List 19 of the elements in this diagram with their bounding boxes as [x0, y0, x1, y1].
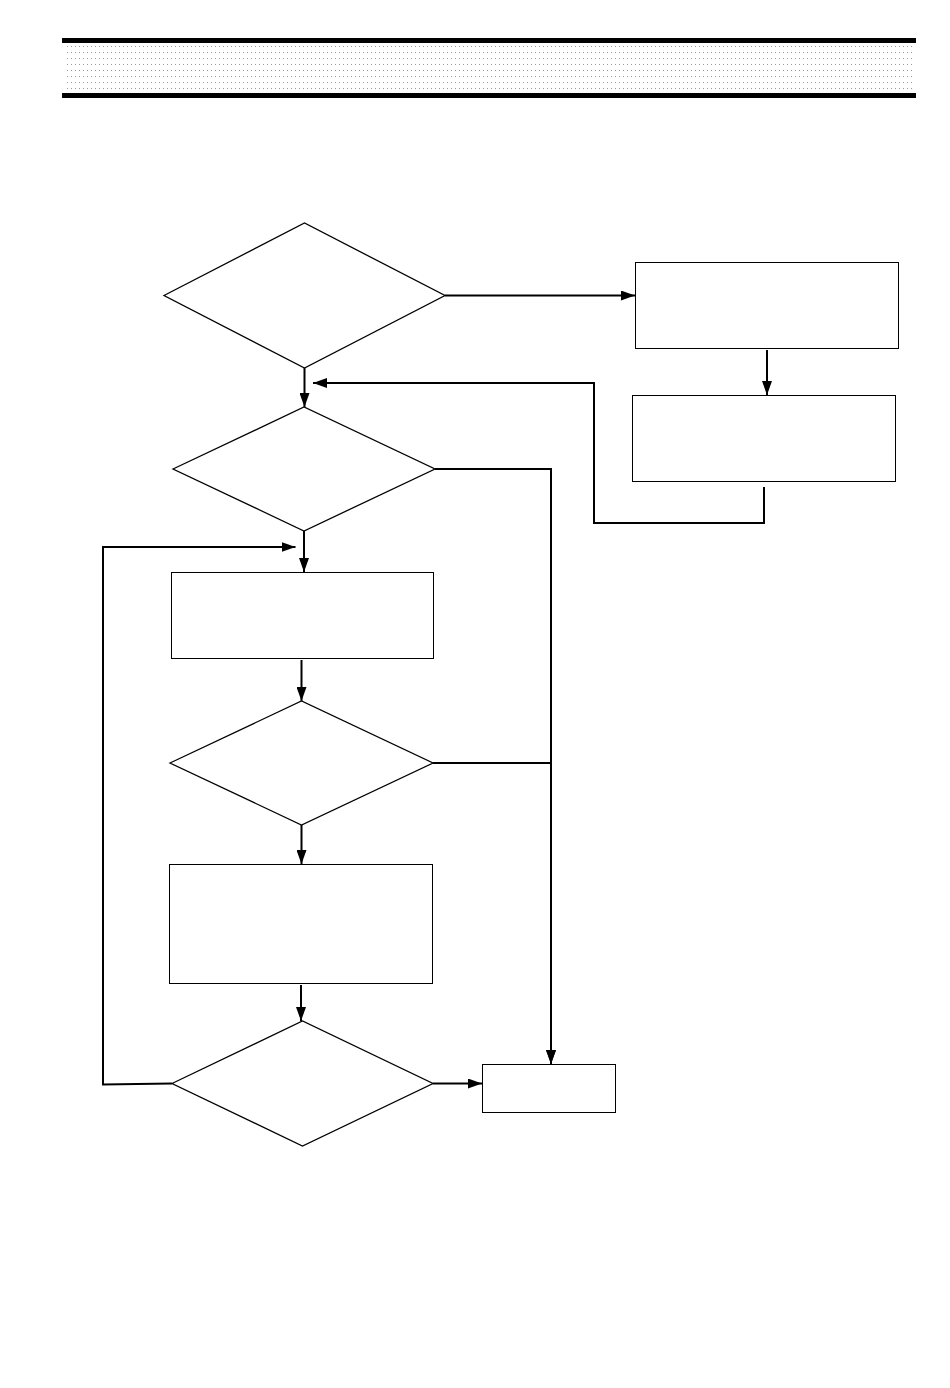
arrow: [444, 290, 636, 301]
arrow: [296, 984, 306, 1022]
arrow: [762, 349, 772, 396]
decision-diamond: [172, 1021, 433, 1146]
decision-diamond: [173, 407, 435, 531]
arrow: [102, 542, 297, 1086]
process-box: [169, 864, 433, 984]
process-box: [171, 572, 434, 659]
arrow: [296, 659, 307, 702]
process-box: [635, 262, 899, 349]
process-box: [632, 395, 896, 482]
arrow: [296, 824, 307, 865]
decision-diamond: [170, 701, 433, 825]
decision-diamond: [164, 223, 445, 368]
arrow: [432, 1078, 483, 1089]
arrow: [312, 378, 765, 524]
arrow: [299, 367, 310, 408]
arrow: [299, 530, 309, 573]
process-box: [482, 1064, 616, 1113]
